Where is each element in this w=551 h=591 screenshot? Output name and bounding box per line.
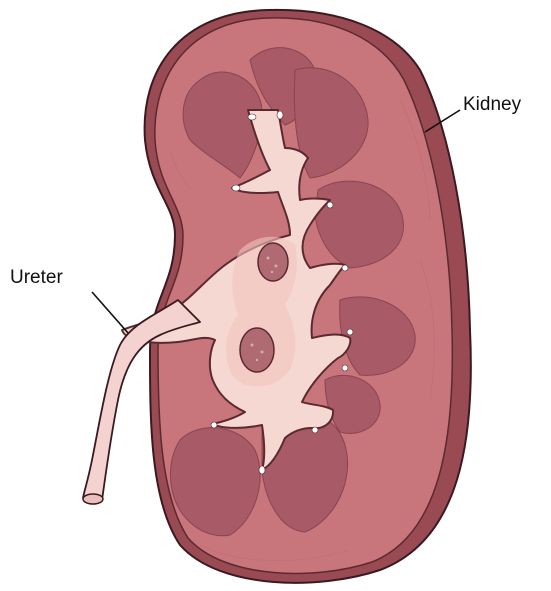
vessel-lower [240, 328, 274, 372]
ureter-label: Ureter [10, 268, 63, 287]
ureter-end [83, 494, 103, 504]
ureter-leader-line [92, 292, 128, 333]
vessel-upper [258, 243, 288, 281]
kidney-label: Kidney [463, 95, 521, 114]
